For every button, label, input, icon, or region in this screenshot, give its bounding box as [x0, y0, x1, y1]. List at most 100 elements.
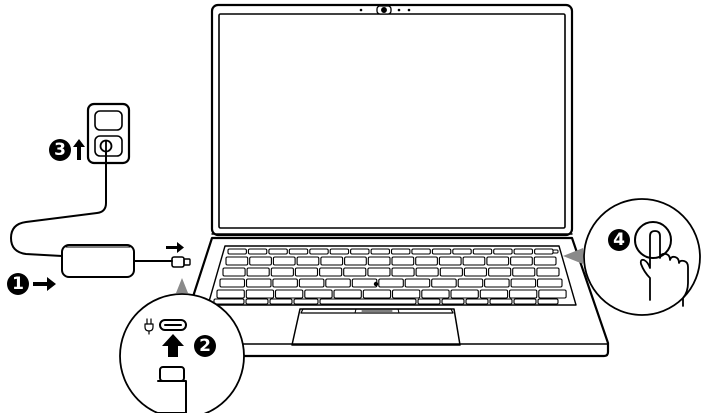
keyboard-key	[533, 256, 557, 266]
keyboard-key	[213, 298, 245, 305]
laptop-lid	[210, 3, 574, 237]
keyboard-key	[431, 248, 452, 255]
step-3: 3	[49, 139, 85, 161]
step-1-badge	[7, 273, 29, 295]
keyboard-key	[536, 267, 560, 277]
keyboard-key	[304, 289, 333, 299]
keyboard-key	[415, 267, 439, 277]
keyboard-key	[411, 248, 431, 255]
power-adapter	[61, 244, 135, 278]
keyboard-key	[421, 289, 450, 299]
keyboard-key	[245, 298, 269, 305]
keyboard-key	[269, 298, 293, 305]
keyboard-key	[417, 298, 441, 305]
wall-cable	[10, 150, 107, 257]
step-4-number: 4	[613, 230, 625, 250]
keyboard-key	[249, 256, 272, 266]
keyboard-key	[510, 278, 537, 288]
keyboard-key	[227, 248, 247, 255]
keyboard-key	[431, 278, 457, 288]
keyboard-key	[415, 256, 438, 266]
step-4-badge	[608, 229, 630, 251]
keyboard-key	[391, 289, 421, 299]
keyboard-key	[350, 248, 370, 255]
keyboard-key	[270, 267, 294, 277]
arrow-right-icon	[166, 242, 184, 253]
power-plug-icon	[144, 318, 154, 335]
keyboard-key	[246, 267, 270, 277]
keyboard-key	[296, 256, 320, 266]
keyboard-key	[288, 248, 309, 255]
keyboard-key	[391, 256, 415, 266]
step-3-number: 3	[54, 140, 66, 160]
keyboard-key	[333, 289, 362, 299]
wall-outlet	[86, 102, 131, 165]
keyboard-key	[465, 298, 489, 305]
power-button-zoom	[634, 221, 672, 259]
arrow-right-icon	[33, 277, 56, 291]
keyboard-key	[463, 267, 488, 277]
keyboard-key	[325, 278, 351, 288]
keyboard-key	[472, 248, 493, 255]
keyboard-key	[293, 298, 319, 305]
hand-pointer-icon	[639, 230, 689, 307]
keyboard-key	[245, 278, 272, 288]
keyboard-key	[225, 256, 249, 266]
keyboard-key	[294, 267, 319, 277]
laptop-screen	[218, 13, 566, 229]
keyboard-key	[536, 278, 563, 288]
arrow-up-icon	[73, 139, 85, 160]
keyboard-key	[319, 298, 417, 305]
step-4-callout: 4	[583, 198, 701, 316]
touchpad	[291, 308, 461, 346]
keyboard-key	[438, 256, 462, 266]
step-1-number: 1	[12, 274, 24, 294]
keyboard-key	[320, 256, 344, 266]
keyboard-key	[343, 267, 367, 277]
keyboard-well	[207, 245, 577, 306]
keyboard-key	[452, 248, 472, 255]
keyboard-key	[512, 267, 536, 277]
keyboard-key	[486, 256, 510, 266]
keyboard-key	[274, 289, 304, 299]
keyboard-key	[510, 256, 533, 266]
trackpoint	[373, 281, 379, 287]
callout-pointer	[176, 278, 188, 293]
keyboard-key	[537, 298, 559, 305]
step-2-badge	[194, 335, 216, 357]
keyboard-key	[488, 267, 512, 277]
keyboard-key	[441, 298, 465, 305]
usb-c-connector	[157, 366, 187, 413]
usb-c-port	[159, 319, 187, 331]
keyboard-key	[344, 256, 367, 266]
keyboard-key	[272, 256, 296, 266]
keyboard-key	[479, 289, 509, 299]
keyboard-key	[298, 278, 325, 288]
power-callout-pointer	[563, 248, 583, 264]
keyboard-key	[247, 248, 268, 255]
keyboard-key	[272, 278, 298, 288]
keyboard-key	[439, 267, 463, 277]
step-3-badge	[49, 139, 71, 161]
keyboard-key	[367, 267, 391, 277]
keyboard-key	[309, 248, 329, 255]
keyboard-key	[457, 278, 484, 288]
keyboard-key	[245, 289, 275, 299]
keyboard-key	[391, 267, 415, 277]
keyboard-key	[370, 248, 391, 255]
keyboard-key	[268, 248, 288, 255]
laptop	[176, 3, 610, 358]
keyboard-key	[508, 289, 538, 299]
keyboard-key	[513, 248, 534, 255]
keyboard-key	[404, 278, 431, 288]
keyboard-key	[219, 278, 246, 288]
keyboard-key	[367, 256, 391, 266]
keyboard-key	[538, 289, 567, 299]
keyboard-key	[489, 298, 513, 305]
power-button	[552, 249, 559, 254]
keyboard-key	[513, 298, 537, 305]
keyboard-key	[378, 278, 404, 288]
keyboard-key	[462, 256, 486, 266]
step-2-callout: 2	[119, 293, 245, 413]
